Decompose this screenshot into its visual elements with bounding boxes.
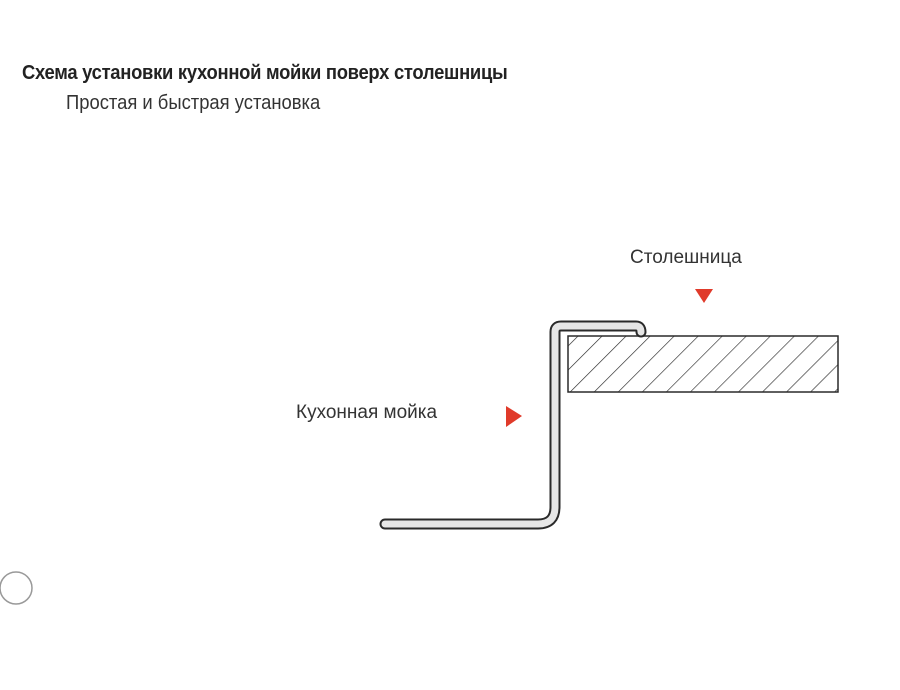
page-subtitle: Простая и быстрая установка [66,92,321,114]
sink-profile [379,320,647,530]
arrow-down-icon [695,289,713,303]
sink-label: Кухонная мойка [296,402,438,423]
countertop-section [567,335,839,393]
arrow-right-icon [506,406,522,427]
countertop-label: Столешница [630,247,742,268]
page-title: Схема установки кухонной мойки поверх ст… [22,62,508,84]
circle-icon [0,571,33,605]
